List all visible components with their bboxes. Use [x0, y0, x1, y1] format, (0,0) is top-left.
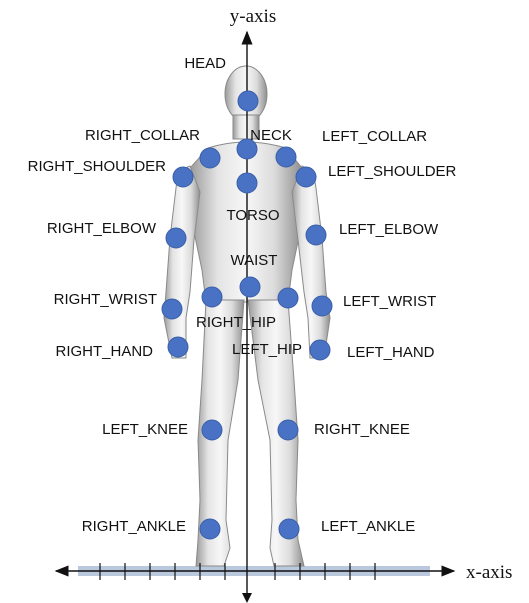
y-axis-down-arrow [242, 593, 252, 603]
label-torso: TORSO [226, 207, 279, 224]
joint-left-hand [310, 340, 330, 360]
label-left-shoulder: LEFT_SHOULDER [328, 163, 457, 180]
figure-right-arm [164, 166, 200, 358]
label-left-hand: LEFT_HAND [347, 344, 435, 361]
label-right-collar: RIGHT_COLLAR [85, 127, 200, 144]
joint-right-knee [278, 420, 298, 440]
label-left-elbow: LEFT_ELBOW [339, 221, 439, 238]
label-left-knee: LEFT_KNEE [102, 421, 188, 438]
joint-left-collar [276, 147, 296, 167]
label-left-collar: LEFT_COLLAR [322, 128, 427, 145]
label-waist: WAIST [231, 252, 278, 269]
label-right-elbow: RIGHT_ELBOW [47, 220, 157, 237]
joint-waist [240, 277, 260, 297]
label-head: HEAD [184, 55, 226, 72]
joint-right-hip [202, 287, 222, 307]
joint-right-wrist [162, 299, 182, 319]
joint-left-knee [202, 420, 222, 440]
figure-left-arm [292, 166, 330, 358]
joint-left-shoulder [296, 167, 316, 187]
label-right-shoulder: RIGHT_SHOULDER [28, 158, 167, 175]
joint-right-ankle [200, 519, 220, 539]
joint-right-hand [168, 337, 188, 357]
x-axis-label: x-axis [466, 562, 512, 583]
label-right-hand: RIGHT_HAND [55, 343, 153, 360]
label-left-wrist: LEFT_WRIST [343, 293, 436, 310]
label-neck: NECK [250, 127, 292, 144]
label-right-wrist: RIGHT_WRIST [54, 291, 157, 308]
joint-right-collar [200, 148, 220, 168]
joint-left-hip [278, 288, 298, 308]
joint-right-shoulder [173, 167, 193, 187]
joint-left-ankle [279, 519, 299, 539]
joint-head [238, 91, 258, 111]
joint-left-wrist [312, 296, 332, 316]
joint-right-elbow [166, 228, 186, 248]
label-left-hip: LEFT_HIP [232, 341, 302, 358]
label-right-knee: RIGHT_KNEE [314, 421, 410, 438]
label-right-ankle: RIGHT_ANKLE [82, 518, 186, 535]
y-axis-label: y-axis [230, 6, 276, 27]
joint-left-elbow [306, 225, 326, 245]
label-left-ankle: LEFT_ANKLE [321, 518, 415, 535]
label-right-hip: RIGHT_HIP [196, 314, 276, 331]
joint-torso [237, 173, 257, 193]
